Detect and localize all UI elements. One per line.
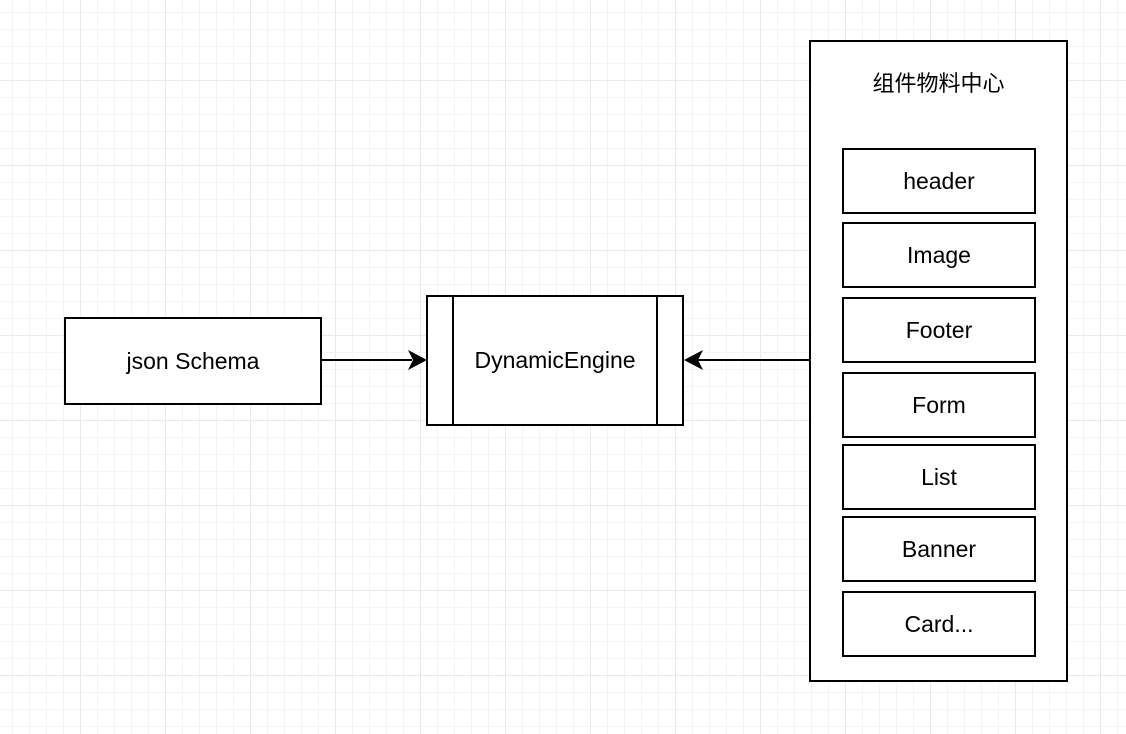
component-library-container[interactable]: 组件物料中心 header Image Footer Form List Ban… bbox=[809, 40, 1068, 682]
component-item-label: List bbox=[921, 463, 957, 490]
component-item-image[interactable]: Image bbox=[842, 222, 1036, 288]
edge-library-to-engine bbox=[684, 350, 809, 370]
component-item-form[interactable]: Form bbox=[842, 372, 1036, 438]
component-item-label: Banner bbox=[901, 535, 977, 562]
component-item-label: Card... bbox=[904, 610, 974, 637]
component-item-header[interactable]: header bbox=[842, 148, 1036, 214]
component-item-card[interactable]: Card... bbox=[842, 591, 1036, 657]
dynamic-engine-label: DynamicEngine bbox=[474, 347, 636, 373]
component-item-label: header bbox=[903, 167, 975, 194]
component-item-banner[interactable]: Banner bbox=[842, 516, 1036, 582]
dynamic-engine-node[interactable]: DynamicEngine bbox=[426, 295, 684, 426]
engine-right-divider bbox=[656, 297, 658, 424]
component-item-footer[interactable]: Footer bbox=[842, 297, 1036, 363]
json-schema-label: json Schema bbox=[126, 347, 260, 374]
component-item-list[interactable]: List bbox=[842, 444, 1036, 510]
component-library-title: 组件物料中心 bbox=[872, 72, 1005, 97]
component-item-label: Footer bbox=[905, 316, 973, 343]
edge-schema-to-engine bbox=[322, 350, 427, 370]
component-item-label: Image bbox=[907, 241, 971, 268]
engine-left-divider bbox=[452, 297, 454, 424]
component-item-label: Form bbox=[912, 391, 966, 418]
json-schema-node[interactable]: json Schema bbox=[64, 317, 322, 405]
